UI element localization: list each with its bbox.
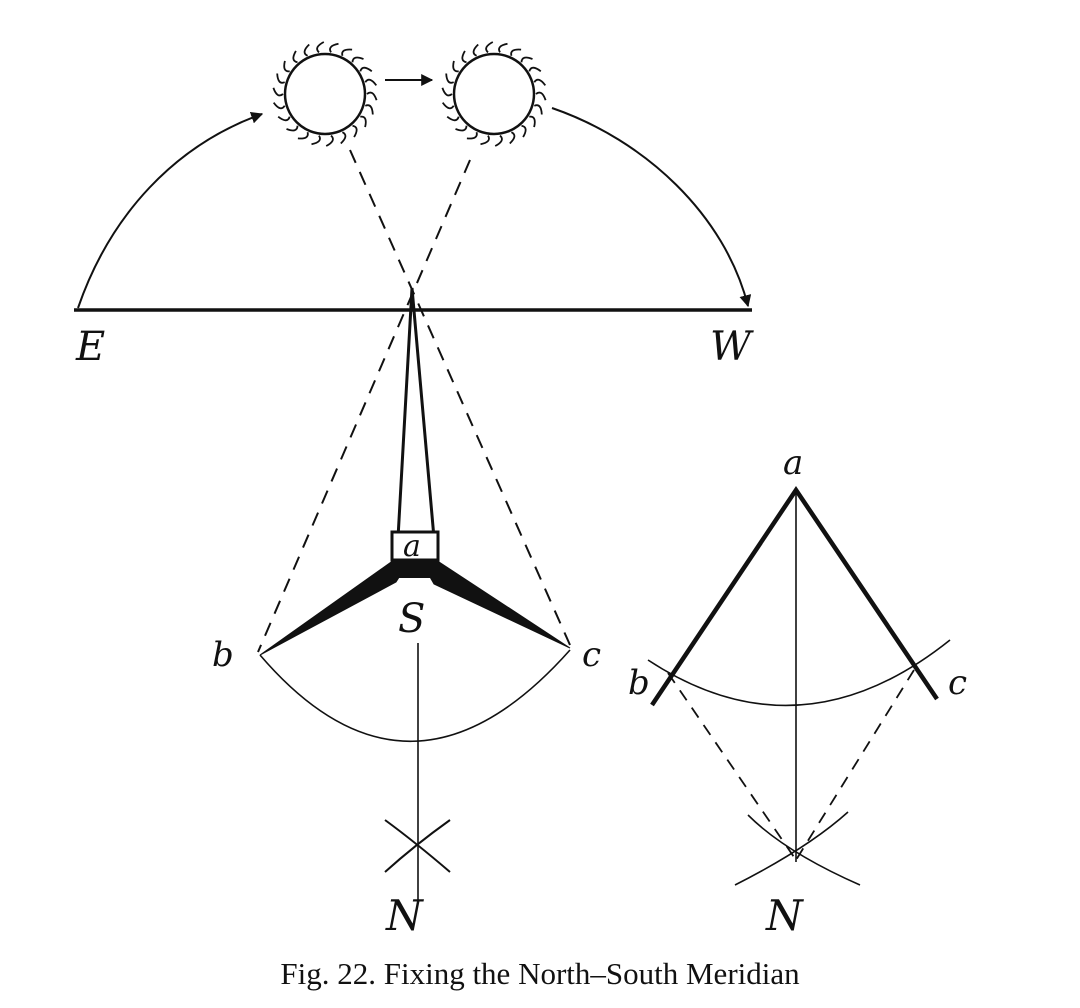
sun-path-afternoon-arc: [551, 107, 752, 308]
meridian-cross-mark: [384, 819, 451, 873]
label-south: S: [398, 596, 425, 642]
label-construction-right: c: [948, 663, 967, 703]
sun-ray-stroke: [311, 135, 321, 146]
sun-ray-stroke: [283, 60, 290, 73]
label-shadow-tip-right: c: [582, 635, 601, 675]
sun-ray-stroke: [441, 87, 453, 97]
sun-ray-stroke: [316, 41, 325, 54]
morning-sun: [272, 41, 378, 147]
sun-ray-stroke: [466, 131, 478, 140]
sun-ray-stroke: [325, 134, 334, 147]
sun-ray-stroke: [485, 41, 494, 54]
sun-ray-stroke: [329, 42, 339, 53]
label-construction-north: N: [765, 891, 804, 940]
sun-ray-stroke: [494, 134, 503, 147]
construction-arc-bc: [647, 639, 951, 707]
sun-ray-stroke: [359, 66, 373, 73]
label-construction-left: b: [628, 663, 650, 703]
shadow-joint: [394, 560, 438, 578]
label-west: W: [710, 324, 754, 370]
label-gnomon-base: a: [403, 529, 421, 564]
label-construction-apex: a: [783, 443, 803, 483]
construction-dashed-right: [795, 669, 915, 861]
figure-caption: Fig. 22. Fixing the North–South Meridian: [280, 956, 800, 991]
sun-ray-stroke: [303, 43, 310, 57]
construction-dashed-left: [667, 672, 797, 861]
sun-ray-stroke: [498, 42, 508, 53]
sun-ray-afternoon: [257, 159, 471, 653]
sun-ray-stroke: [364, 104, 374, 115]
sun-ray-stroke: [286, 125, 299, 132]
shadow-right: [425, 559, 571, 649]
gnomon: [396, 287, 436, 539]
gnomon-base-box: [390, 530, 440, 562]
sun-ray-stroke: [341, 48, 353, 57]
sun-ray-stroke: [351, 56, 364, 63]
sun-ray-stroke: [455, 125, 468, 132]
sun-ray-stroke: [297, 131, 309, 140]
afternoon-sun: [441, 41, 547, 147]
sun-ray-stroke: [509, 131, 516, 145]
construction-arc-north-left: [747, 814, 861, 886]
sun-ray-stroke: [340, 131, 347, 145]
sun-ray-stroke: [364, 78, 378, 86]
sun-ray-stroke: [521, 124, 527, 138]
sun-ray-stroke: [352, 124, 358, 138]
sun-ray-stroke: [528, 66, 542, 73]
label-shadow-tip-left: b: [212, 635, 234, 675]
construction-arc-north-right: [734, 811, 849, 886]
sun-ray-stroke: [533, 78, 547, 86]
sun-ray-stroke: [480, 135, 490, 146]
sun-ray-stroke: [272, 102, 286, 110]
sun-ray-stroke: [520, 56, 533, 63]
sun-ray-stroke: [535, 91, 547, 101]
sun-ray-stroke: [472, 43, 479, 57]
shadow-left: [259, 559, 406, 656]
sun-ray-stroke: [292, 50, 298, 64]
shadow-arc-bc: [259, 649, 571, 742]
label-north: N: [385, 891, 424, 940]
sun-ray-stroke: [360, 115, 367, 128]
sun-ray-stroke: [441, 102, 455, 110]
sun-ray-stroke: [461, 50, 467, 64]
label-east: E: [75, 324, 105, 370]
sun-ray-stroke: [529, 115, 536, 128]
sun-ray-stroke: [445, 73, 455, 84]
sun-ray-stroke: [533, 104, 543, 115]
sun-ray-stroke: [276, 73, 286, 84]
sun-path-morning-arc: [77, 111, 264, 309]
sun-ray-stroke: [510, 48, 522, 57]
sun-ray-morning: [349, 149, 571, 646]
sun-ray-stroke: [366, 91, 378, 101]
sun-ray-stroke: [446, 115, 460, 122]
construction-triangle-sides: [650, 485, 939, 707]
sun-ray-stroke: [272, 87, 284, 97]
sun-ray-stroke: [277, 115, 291, 122]
sun-ray-stroke: [452, 60, 459, 73]
